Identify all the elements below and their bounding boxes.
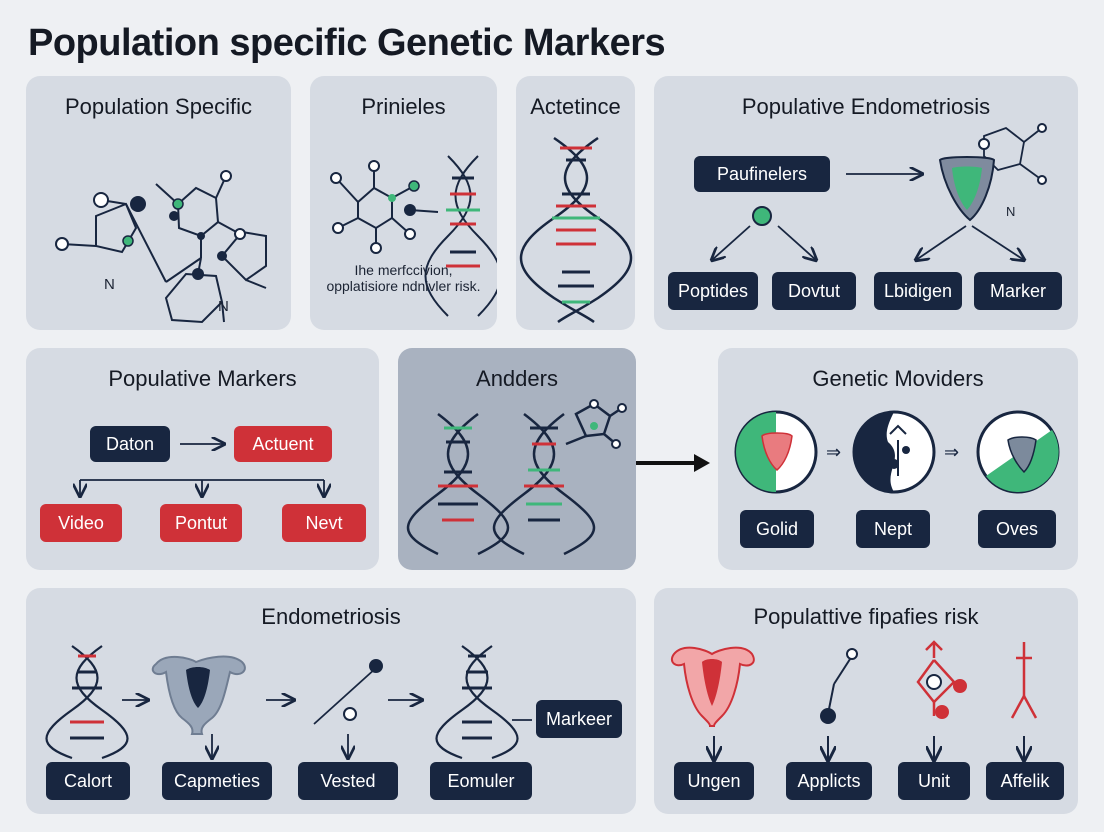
- panel-actetince: Actetince: [516, 76, 635, 330]
- node-box: Marker: [974, 272, 1062, 310]
- node-box: Eomuler: [430, 762, 532, 800]
- panel-title: Genetic Movi­ders: [812, 366, 984, 391]
- node-box: Poptides: [668, 272, 758, 310]
- panel-title: Andders: [476, 366, 558, 391]
- side-box: Markeer: [536, 700, 622, 738]
- panel-title: Prinieles: [361, 94, 446, 119]
- flow-connectors: [654, 123, 1047, 330]
- node-box: Actuent: [234, 426, 332, 462]
- dna-helix-pair-icon: [406, 399, 627, 556]
- node-box: Video: [40, 504, 122, 542]
- node-box: Vested: [298, 762, 398, 800]
- panel-prinieles: Prinieles Ihe merfcc: [310, 76, 497, 330]
- panel-populative-endometriosis: Populative Endometriosis Paufinelers N P…: [654, 76, 1078, 330]
- node-box: Capmeties: [162, 762, 272, 800]
- panel-title: Population Specific: [64, 94, 253, 119]
- atom-label: N: [104, 276, 115, 293]
- node-box: Nevt: [282, 504, 366, 542]
- risk-icons: [670, 640, 1038, 814]
- atom-label: N: [1006, 204, 1016, 219]
- node-box: Lbidigen: [874, 272, 962, 310]
- node-box: Affelik: [986, 762, 1064, 800]
- arrow-right-icon: [636, 454, 710, 472]
- stage-circles: ⇒ ⇒: [734, 410, 1060, 494]
- node-box: Ungen: [674, 762, 754, 800]
- top-box: Paufinelers: [694, 156, 830, 192]
- svg-text:⇒: ⇒: [944, 442, 959, 463]
- node-box: Nept: [856, 510, 930, 548]
- dna-helix-icon: [519, 136, 633, 324]
- flow-connectors: [26, 348, 379, 570]
- node-box: Unit: [898, 762, 970, 800]
- node-box: Pontut: [160, 504, 242, 542]
- process-flow-graphic: [45, 645, 532, 814]
- panel-title: Populattive fipafies risk: [753, 604, 979, 629]
- panel-populative-markers: Populative Markers Daton Actuent Video P…: [26, 348, 379, 570]
- molecule-icon: [55, 170, 267, 324]
- node-box: Applicts: [786, 762, 872, 800]
- node-box: Golid: [740, 510, 814, 548]
- svg-text:⇒: ⇒: [826, 442, 841, 463]
- panel-andders: Andders: [398, 348, 636, 570]
- molecule-dna-icon: [330, 155, 497, 317]
- panel-endometriosis: Endometriosis: [26, 588, 636, 814]
- node-box: Dovtut: [772, 272, 856, 310]
- panel-genetic-moviders: Genetic Movi­ders ⇒ ⇒ Golid Nept Oves: [718, 348, 1078, 570]
- panel-populattive-risk: Populattive fipafies risk: [654, 588, 1078, 814]
- panel-population-specific: Population Specific N: [26, 76, 291, 330]
- panel-title: Populative Markers: [108, 366, 297, 391]
- node-box: Calort: [46, 762, 130, 800]
- atom-label: N: [218, 298, 229, 315]
- node-box: Daton: [90, 426, 170, 462]
- page-title: Population specific Genetic Markers: [28, 22, 666, 64]
- panel-title: Actetince: [530, 94, 621, 119]
- panel-title: Endometriosis: [261, 604, 401, 629]
- node-box: Oves: [978, 510, 1056, 548]
- panel-title: Populative Endometriosis: [741, 94, 991, 119]
- panel-note: Ihe merfccivion, opplatisiore ndnivler r…: [326, 262, 481, 294]
